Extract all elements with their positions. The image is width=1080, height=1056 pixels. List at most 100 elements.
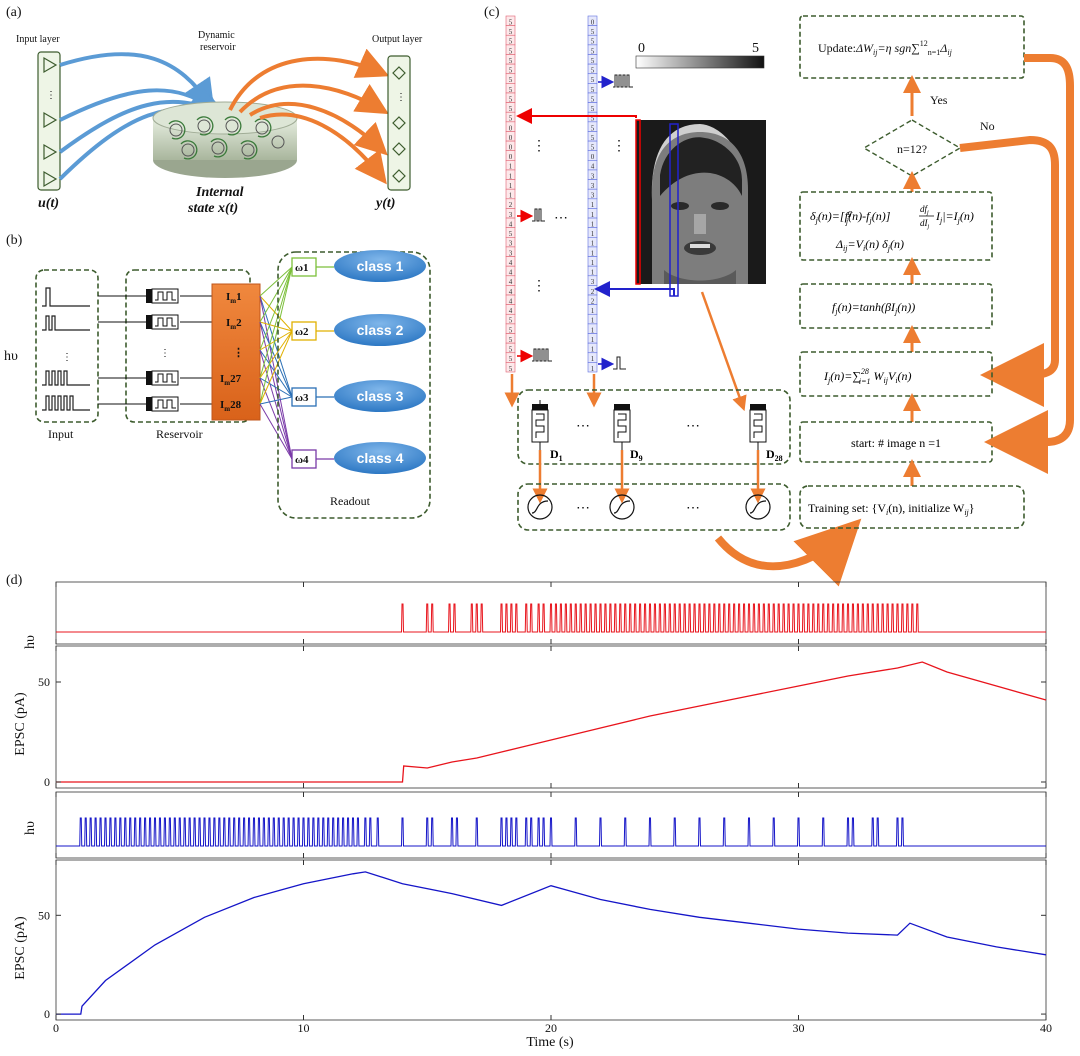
pixel-value: 1 <box>591 355 595 363</box>
pixel-value: 1 <box>591 326 595 334</box>
panel-a-label: (a) <box>6 5 22 20</box>
svg-text:D9: D9 <box>630 447 643 463</box>
yes-label: Yes <box>930 93 948 107</box>
svg-text:Ij|=Ij(n): Ij|=Ij(n) <box>935 209 974 225</box>
readout-link <box>259 266 293 323</box>
current-block <box>211 283 261 421</box>
device-array: D1 D9 D28 ⋯ ⋯ <box>531 400 783 463</box>
state-var-2: state x(t) <box>187 201 238 216</box>
y-tick-label: 0 <box>44 775 50 789</box>
x-tick-label: 20 <box>545 1021 557 1035</box>
pixel-value: 1 <box>591 307 595 315</box>
svg-text:D1: D1 <box>550 447 563 463</box>
pixel-value: 5 <box>509 346 513 354</box>
delta-box <box>799 191 993 261</box>
device-vdots: ⋮ <box>160 348 170 359</box>
readout-link <box>259 396 293 405</box>
epsc-trace <box>56 871 1047 1015</box>
readout-connections <box>259 266 293 460</box>
epsc-label-red: EPSC (pA) <box>13 692 28 756</box>
pixel-value: 5 <box>591 144 595 152</box>
readout-link <box>259 321 293 460</box>
pixel-value: 4 <box>591 163 595 171</box>
training-label: Training set: {Vi(n), initialize Wij} <box>808 501 975 517</box>
activation-eq: fj(n)=tanh(βIj(n)) <box>832 300 915 316</box>
pixel-value: 3 <box>591 278 595 286</box>
blue-vdots: ⋮ <box>612 139 626 154</box>
pixel-value: 5 <box>591 95 595 103</box>
svg-text:⋯: ⋯ <box>576 419 590 434</box>
epsc-trace <box>56 661 1047 783</box>
pixel-value: 1 <box>591 240 595 248</box>
no-label: No <box>980 119 995 133</box>
y-tick-label: 50 <box>38 908 50 922</box>
panel-b: (b) hυ Input ⋮ Reservoir <box>4 233 431 519</box>
output-layer-box <box>387 55 411 191</box>
readout-link <box>259 330 293 379</box>
neuron-box <box>517 483 791 531</box>
hv-label-blue: hυ <box>23 821 38 835</box>
readout-link <box>259 266 293 405</box>
readout-link <box>259 266 293 379</box>
class-2-node <box>334 314 426 346</box>
pixel-value: 0 <box>509 134 513 142</box>
pixel-value: 5 <box>509 365 513 373</box>
pixel-value: 5 <box>509 355 513 363</box>
hv-label-red: hυ <box>23 635 38 649</box>
pixel-value: 1 <box>591 346 595 354</box>
readout-link <box>259 330 293 351</box>
output-arrows <box>228 48 390 185</box>
panel-b-label: (b) <box>6 233 23 248</box>
pixel-value: 5 <box>591 134 595 142</box>
device-to-neuron-arrows <box>532 450 766 504</box>
panel-d-label: (d) <box>6 573 23 588</box>
pixel-value: 3 <box>509 240 513 248</box>
pixel-value: 5 <box>509 317 513 325</box>
readout-box <box>277 251 431 519</box>
pixel-value: 1 <box>591 230 595 238</box>
activation-neurons <box>527 494 771 520</box>
reservoir-box-label: Reservoir <box>156 427 203 441</box>
svg-text:Im1: Im1 <box>226 291 242 305</box>
decision-label: n=12? <box>897 142 927 156</box>
pixel-value: 1 <box>591 269 595 277</box>
panel-c: (c) 555555555550000111123453344444455555… <box>484 5 1074 587</box>
column-to-device-arrows <box>504 291 747 412</box>
pixel-value: 5 <box>591 28 595 36</box>
pixel-value: 3 <box>509 211 513 219</box>
readout-link <box>259 266 293 351</box>
y-tick-label: 0 <box>44 1007 50 1021</box>
svg-text:ω3: ω3 <box>295 392 309 404</box>
reservoir-title-1: Dynamic <box>198 30 235 41</box>
svg-text:⋮: ⋮ <box>233 347 244 359</box>
pixel-value: 5 <box>509 67 513 75</box>
input-vdots: ⋮ <box>46 90 56 101</box>
pixel-value: 5 <box>509 86 513 94</box>
readout-link <box>259 266 293 297</box>
class-1-node <box>334 250 426 282</box>
readout-link <box>259 321 293 332</box>
readout-link <box>259 403 293 460</box>
pixel-value: 4 <box>509 278 513 286</box>
big-delta-eq: Δij=Vi(n) δj(n) <box>835 237 904 253</box>
red-pointer <box>516 108 637 124</box>
neuron-dots-1: ⋯ <box>576 501 590 516</box>
pixel-value: 1 <box>591 211 595 219</box>
plot-frame <box>55 859 1047 1021</box>
panel-c-label: (c) <box>484 5 500 20</box>
column-hdots: ⋯ <box>554 211 568 226</box>
pixel-value: 2 <box>509 201 513 209</box>
pixel-value: 5 <box>509 28 513 36</box>
output-vdots: ⋮ <box>396 92 406 103</box>
svg-text:dIj: dIj <box>920 218 930 230</box>
plot-frame <box>55 645 1047 789</box>
svg-text:ω4: ω4 <box>295 454 309 466</box>
pixel-value: 5 <box>509 76 513 84</box>
colorbar-max: 5 <box>752 41 759 56</box>
pixel-value: 1 <box>509 172 513 180</box>
svg-text:dfj: dfj <box>920 204 929 216</box>
